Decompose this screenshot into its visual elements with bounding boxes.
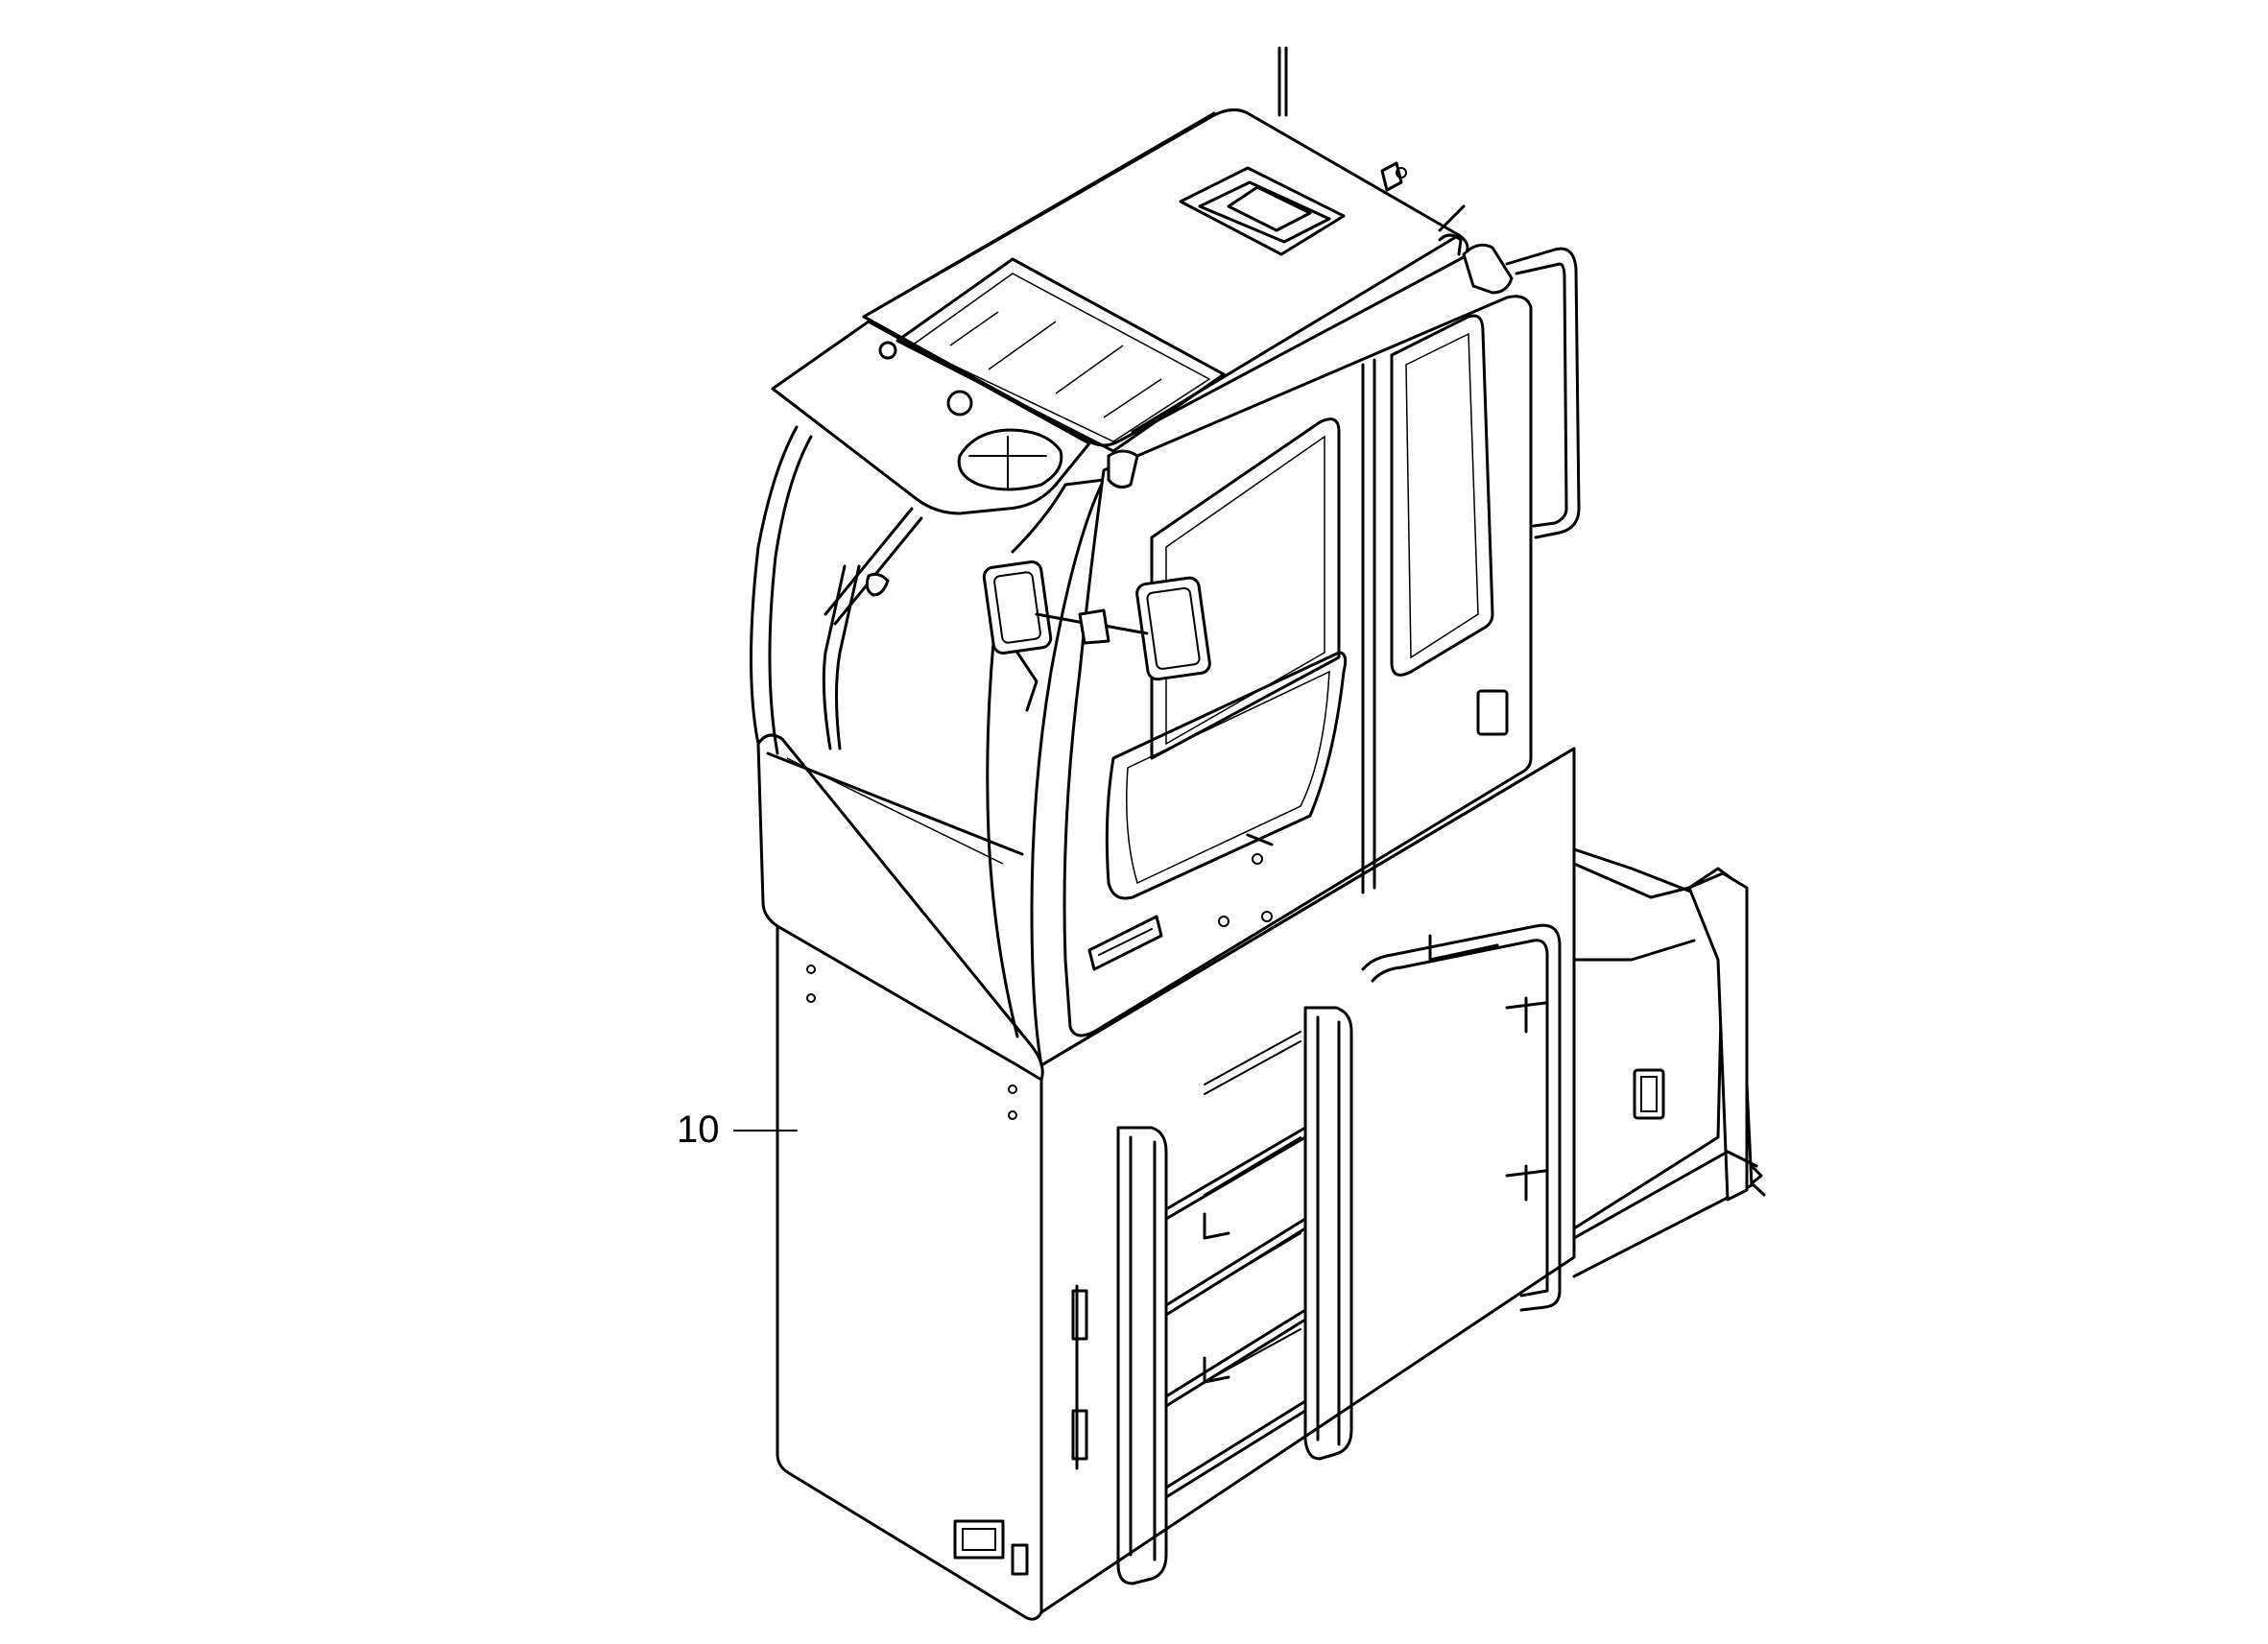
cab-body bbox=[750, 247, 1581, 1082]
callout-number: 10 bbox=[677, 1108, 720, 1151]
cab-roof bbox=[771, 46, 1514, 515]
access-ladder bbox=[1071, 1006, 1353, 1585]
mirrors-and-wiper bbox=[822, 507, 1211, 751]
handrail bbox=[1361, 923, 1562, 1312]
rear-platform bbox=[1572, 847, 1766, 1278]
